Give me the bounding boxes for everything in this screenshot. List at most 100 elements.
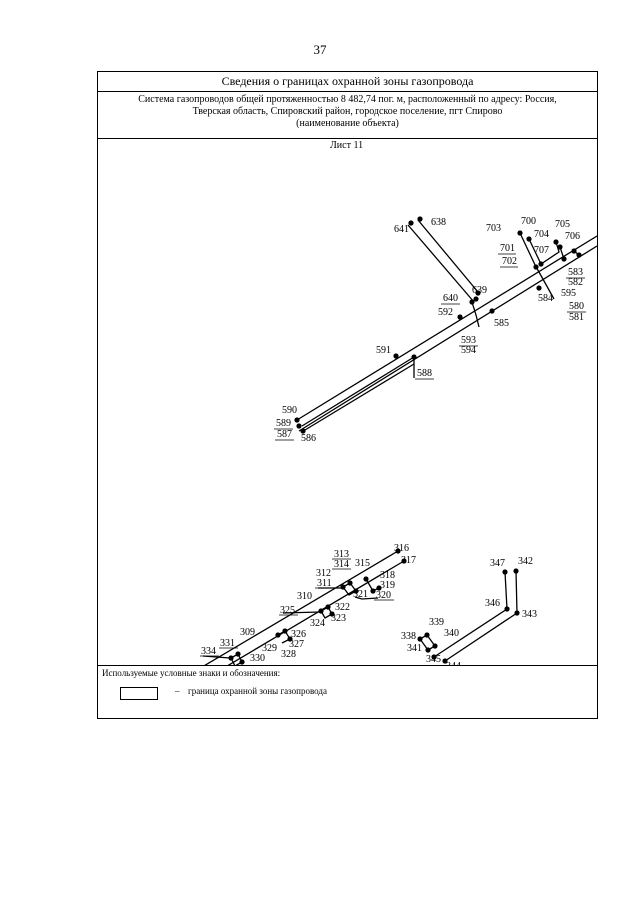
point-label: 584 — [538, 293, 553, 304]
boundary-point — [561, 256, 567, 262]
point-label: 309 — [240, 627, 255, 638]
point-label: 323 — [331, 613, 346, 624]
legend: Используемые условные знаки и обозначени… — [98, 665, 597, 719]
point-label: 311 — [317, 578, 332, 589]
point-label: 341 — [407, 643, 422, 654]
point-label: 585 — [494, 318, 509, 329]
point-label: 313 — [334, 549, 349, 560]
boundary-point — [432, 643, 438, 649]
sheet-label: Лист 11 — [330, 140, 363, 151]
point-label: 640 — [443, 293, 458, 304]
zone-line — [304, 363, 415, 431]
point-label: 704 — [534, 229, 549, 240]
point-label: 641 — [394, 224, 409, 235]
zone-line — [296, 235, 598, 421]
point-label: 706 — [565, 231, 580, 242]
boundary-point — [411, 354, 417, 360]
point-label: 700 — [521, 216, 536, 227]
point-label: 589 — [276, 418, 291, 429]
upper-label-underlines — [274, 253, 586, 441]
point-label: 322 — [335, 602, 350, 613]
point-label: 321 — [353, 589, 368, 600]
point-label: 325 — [280, 605, 295, 616]
document-title: Сведения о границах охранной зоны газопр… — [98, 72, 597, 92]
point-label: 340 — [444, 628, 459, 639]
point-label: 343 — [522, 609, 537, 620]
point-label: 338 — [401, 631, 416, 642]
document-frame: Сведения о границах охранной зоны газопр… — [97, 71, 598, 719]
boundary-point — [393, 353, 399, 359]
boundary-point — [287, 636, 293, 642]
point-label: 591 — [376, 345, 391, 356]
legend-item-boundary: граница охранной зоны газопровода — [188, 686, 327, 696]
zone-line — [417, 219, 479, 293]
boundary-point — [294, 417, 300, 423]
point-label: 583 — [568, 267, 583, 278]
point-label: 331 — [220, 638, 235, 649]
upper-zone-lines — [296, 219, 598, 432]
legend-dash: – — [175, 686, 180, 696]
page-number: 37 — [313, 42, 327, 57]
legend-swatch-boundary — [120, 687, 158, 700]
point-label: 705 — [555, 219, 570, 230]
point-label: 315 — [355, 558, 370, 569]
boundary-point — [353, 588, 359, 594]
boundary-map-drawing: Лист 11 — [129, 140, 598, 718]
zone-line — [277, 630, 291, 644]
boundary-map: Лист 11 — [98, 139, 598, 718]
point-label: 314 — [334, 559, 349, 570]
boundary-point — [401, 558, 407, 564]
boundary-point — [514, 610, 520, 616]
point-label: 326 — [291, 629, 306, 640]
boundary-point — [347, 580, 353, 586]
boundary-point — [504, 606, 510, 612]
point-label: 328 — [281, 649, 296, 660]
point-label: 318 — [380, 570, 395, 581]
point-label: 330 — [250, 653, 265, 664]
object-description: Система газопроводов общей протяженность… — [98, 91, 597, 139]
point-label: 312 — [316, 568, 331, 579]
boundary-point — [557, 244, 563, 250]
point-label: 595 — [561, 288, 576, 299]
boundary-point — [424, 632, 430, 638]
boundary-point — [571, 248, 577, 254]
zone-line — [298, 245, 598, 432]
lower-label-underlines — [164, 558, 394, 708]
boundary-point — [417, 636, 423, 642]
boundary-point — [576, 252, 582, 258]
point-label: 581 — [569, 312, 584, 323]
boundary-point — [329, 611, 335, 617]
boundary-point — [538, 261, 544, 267]
boundary-point — [275, 632, 281, 638]
point-label: 334 — [201, 646, 216, 657]
boundary-point — [395, 548, 401, 554]
point-label: 320 — [376, 590, 391, 601]
boundary-point — [469, 299, 475, 305]
boundary-point — [425, 647, 431, 653]
point-label: 702 — [502, 256, 517, 267]
point-label: 638 — [431, 217, 446, 228]
point-label: 590 — [282, 405, 297, 416]
boundary-point — [457, 314, 463, 320]
object-caption: (наименование объекта) — [296, 118, 399, 129]
boundary-point — [318, 608, 324, 614]
point-label: 707 — [534, 245, 549, 256]
object-line-2: Тверская область, Спировский район, горо… — [192, 106, 503, 117]
boundary-point — [473, 296, 479, 302]
boundary-point — [431, 654, 437, 660]
point-label: 319 — [380, 580, 395, 591]
point-label: 346 — [485, 598, 500, 609]
point-label: 639 — [472, 285, 487, 296]
boundary-point — [376, 585, 382, 591]
boundary-point — [536, 285, 542, 291]
zone-line — [471, 301, 480, 328]
zone-line — [407, 224, 475, 303]
boundary-point — [228, 655, 234, 661]
boundary-point — [340, 584, 346, 590]
zone-line — [354, 596, 379, 600]
point-label: 701 — [500, 243, 515, 254]
boundary-point — [363, 576, 369, 582]
boundary-point — [417, 216, 423, 222]
point-label: 703 — [486, 223, 501, 234]
